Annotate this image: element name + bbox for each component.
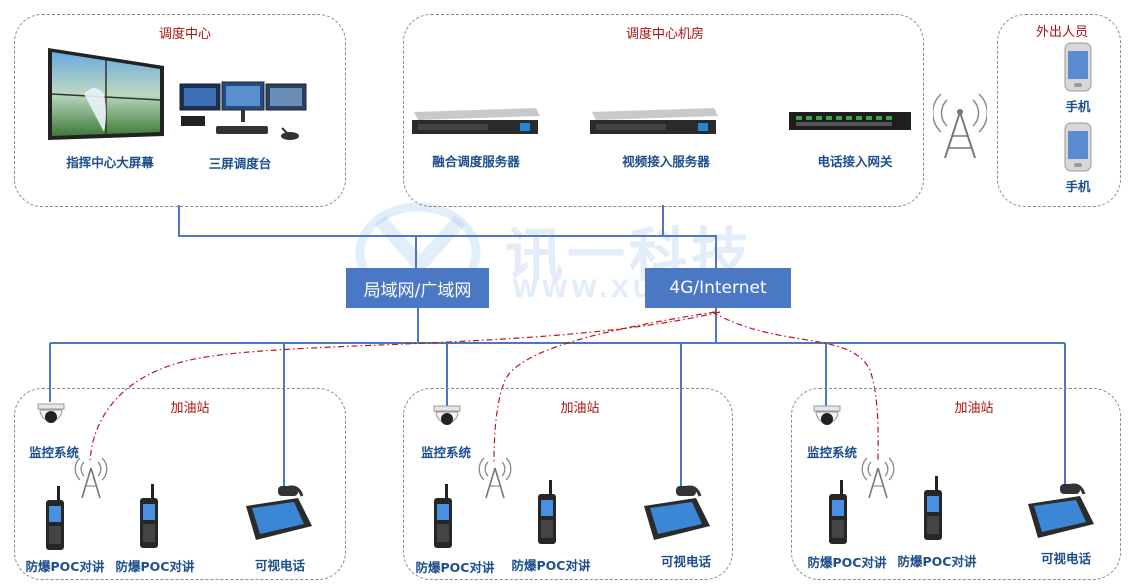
antenna-icon [861,457,895,499]
mobile-phone-label-1: 手机 [1065,99,1091,114]
gas-station-group-1 [14,388,346,580]
poc-radio-label: 防爆POC对讲 [511,558,591,573]
field-staff-group [997,14,1121,207]
antenna-tower-icon [933,93,987,159]
poc-radio-label: 防爆POC对讲 [115,559,195,574]
fusion-server-icon [412,108,540,134]
video-server-icon [590,108,718,134]
poc-radio-icon [46,486,64,550]
poc-radio-label: 防爆POC对讲 [25,559,105,574]
fusion-server-label: 融合调度服务器 [432,154,520,169]
machine-room-title: 调度中心机房 [625,27,704,42]
gas-station-group-3 [791,388,1121,580]
dispatch-center-group [14,14,346,207]
poc-radio-label: 防爆POC对讲 [897,554,977,569]
mobile-phone-icon [1064,42,1092,92]
poc-radio-icon [538,480,556,544]
phone-gateway-icon [789,112,911,130]
mobile-phone-icon [1064,122,1092,172]
poc-radio-icon [924,476,942,540]
poc-radio-icon [140,484,158,548]
video-wall-icon [48,48,164,140]
lan-wan-box: 局域网/广域网 [346,268,489,308]
video-phone-icon [1028,483,1094,538]
gas-station-title-1: 加油站 [170,401,210,416]
camera-label-3: 监控系统 [806,445,857,460]
camera-icon [433,405,461,425]
camera-icon [813,405,841,425]
console-label: 三屏调度台 [208,156,272,171]
dispatch-center-title: 调度中心 [158,27,211,42]
phone-gateway-label: 电话接入网关 [817,154,893,169]
field-staff-title: 外出人员 [1035,25,1088,40]
poc-radio-label: 防爆POC对讲 [415,560,495,575]
antenna-icon [74,457,108,499]
camera-label-2: 监控系统 [420,445,471,460]
internet-box: 4G/Internet [645,268,791,308]
video-phone-label: 可视电话 [660,554,711,569]
video-phone-icon [644,485,710,540]
poc-radio-icon [829,480,847,544]
video-phone-label: 可视电话 [1040,551,1091,566]
gas-station-title-2: 加油站 [560,401,600,416]
video-wall-label: 指挥中心大屏幕 [66,155,154,170]
console-icon [179,81,307,140]
camera-label-1: 监控系统 [28,445,79,460]
gas-station-group-2 [403,388,733,580]
video-server-label: 视频接入服务器 [622,154,710,169]
video-phone-label: 可视电话 [254,558,305,573]
poc-radio-label: 防爆POC对讲 [807,555,887,570]
poc-radio-icon [434,484,452,548]
mobile-phone-label-2: 手机 [1065,179,1091,194]
gas-station-title-3: 加油站 [954,401,994,416]
machine-room-group [403,14,924,207]
camera-icon [37,403,65,423]
antenna-icon [478,457,512,499]
video-phone-icon [246,485,312,540]
